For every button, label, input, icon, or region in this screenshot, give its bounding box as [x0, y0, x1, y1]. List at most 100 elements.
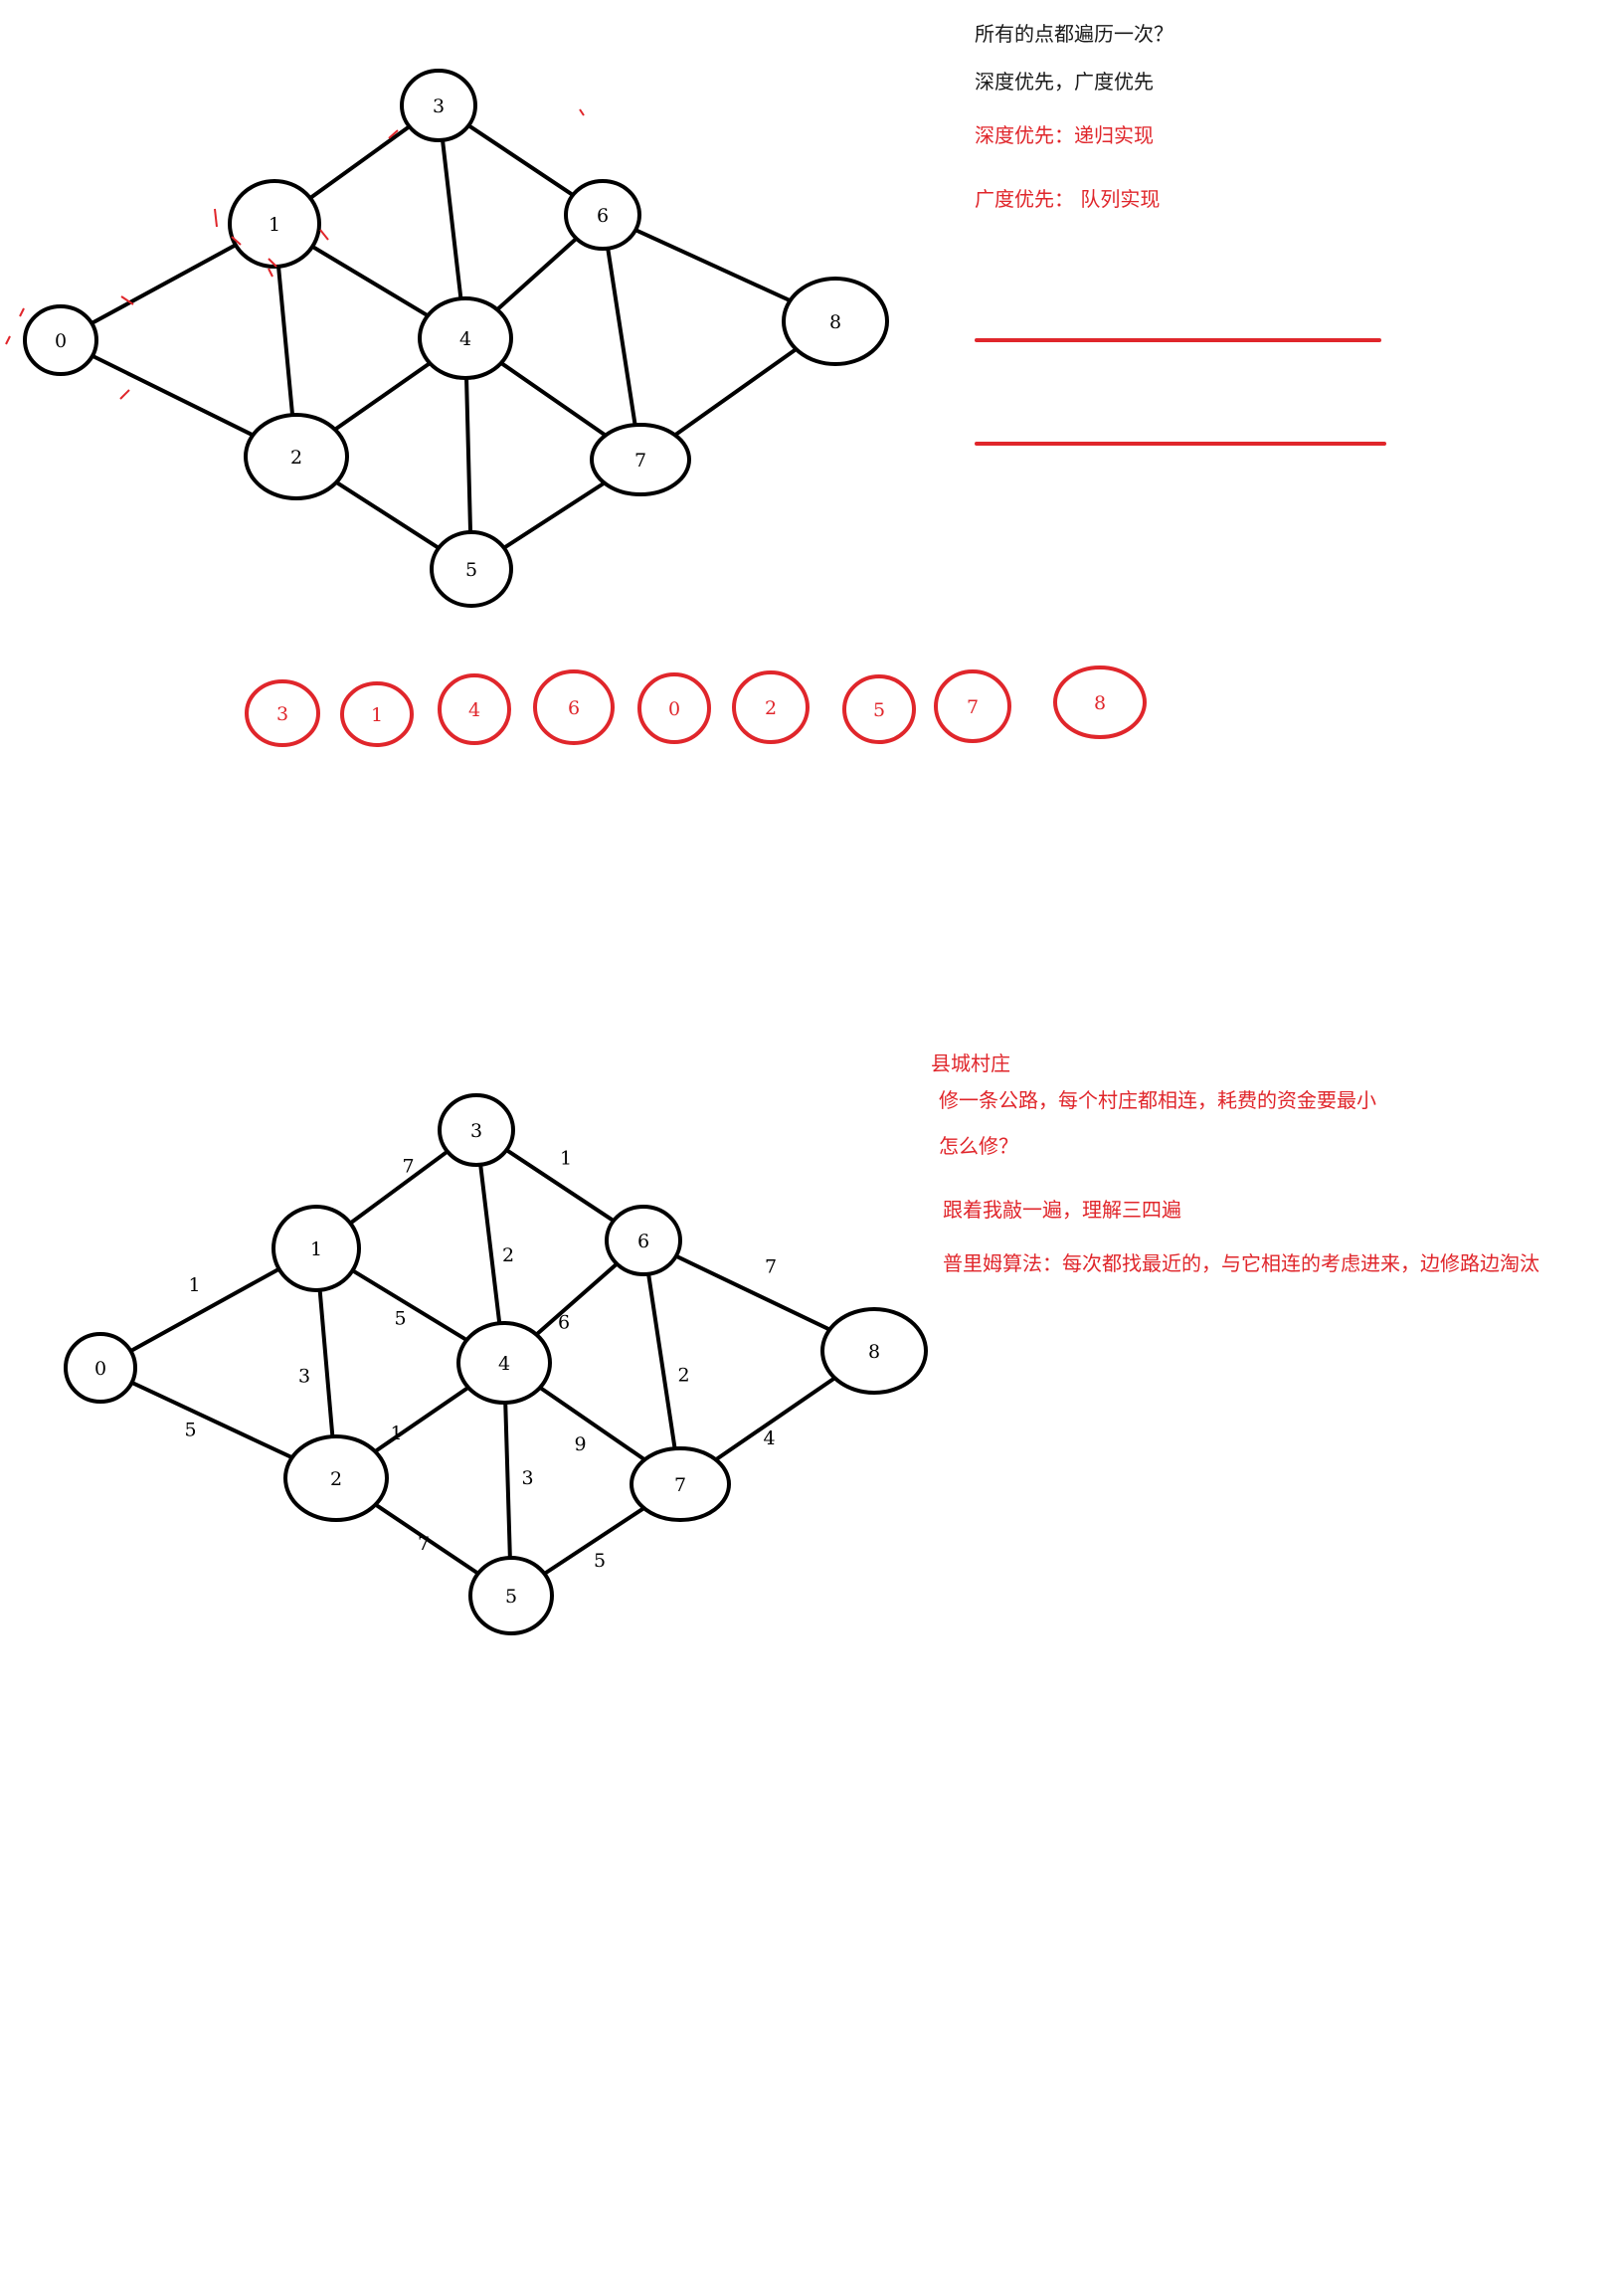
bottom-node-label: 6: [637, 1231, 649, 1252]
top-edge-3-4: [441, 137, 463, 301]
top-edge-1-4: [310, 244, 431, 318]
order-label: 2: [765, 697, 777, 719]
top-edge-6-7: [606, 246, 637, 428]
top-node-2: [244, 413, 349, 500]
bottom-node-label: 3: [470, 1120, 482, 1142]
note-bfs: 广度优先： 队列实现: [975, 187, 1161, 211]
order-label: 4: [468, 699, 480, 721]
top-edge-3-6: [466, 123, 576, 198]
bottom-node-3: [438, 1093, 515, 1167]
red-tick-mark: [388, 129, 399, 139]
bottom-edge-weight-label: 7: [402, 1156, 414, 1178]
top-node-label: 6: [597, 205, 609, 227]
top-node-7: [590, 423, 691, 496]
bottom-edges: [128, 1148, 837, 1576]
bottom-edge-4-6: [534, 1261, 620, 1337]
bottom-edge-weight-label: 7: [418, 1533, 430, 1555]
bottom-edge-5-7: [542, 1506, 646, 1576]
top-node-label: 8: [829, 311, 841, 333]
order-circle-1: [245, 679, 320, 747]
bottom-edge-6-8: [673, 1253, 832, 1332]
order-label: 8: [1094, 692, 1106, 714]
bottom-edge-weight-label: 2: [677, 1365, 689, 1387]
bottom-node-label: 8: [868, 1341, 880, 1363]
order-circle-4: [533, 669, 615, 745]
bottom-edge-0-1: [128, 1266, 281, 1354]
order-label: 5: [873, 699, 885, 721]
top-nodes: 0 1 2 3 4 5 6 7 8: [23, 69, 889, 608]
note-follow: 跟着我敲一遍，理解三四遍: [943, 1198, 1181, 1222]
bottom-node-6: [605, 1205, 682, 1276]
note-how: 怎么修？: [939, 1134, 1018, 1158]
bottom-node-4: [456, 1321, 552, 1405]
order-circle-9: [1053, 666, 1147, 739]
bottom-node-label: 4: [498, 1353, 510, 1375]
bottom-edge-6-7: [646, 1271, 677, 1451]
top-edge-2-5: [334, 479, 442, 550]
bottom-node-1: [271, 1205, 361, 1292]
bottom-edge-2-5: [373, 1502, 480, 1576]
top-edge-5-7: [501, 480, 607, 550]
red-tick-mark: [579, 108, 585, 116]
top-edge-1-3: [307, 124, 412, 201]
top-node-4: [418, 296, 513, 380]
order-label: 3: [276, 703, 288, 725]
top-node-label: 0: [55, 330, 67, 352]
bottom-node-8: [820, 1307, 928, 1395]
top-edge-0-1: [90, 243, 238, 326]
note-title-villages: 县城村庄: [931, 1051, 1010, 1075]
bottom-edge-weight-label: 2: [502, 1244, 514, 1266]
note-prim: 普里姆算法：每次都找最近的，与它相连的考虑进来，边修路边淘汰: [943, 1251, 1539, 1275]
bottom-edge-weight-label: 5: [394, 1308, 406, 1330]
bottom-edge-weight-label: 5: [594, 1550, 606, 1572]
order-label: 6: [568, 697, 580, 719]
bottom-node-label: 2: [330, 1468, 342, 1490]
top-node-label: 2: [290, 447, 302, 469]
bottom-edge-4-7: [538, 1385, 647, 1462]
bottom-edge-weight-label: 4: [763, 1427, 775, 1449]
top-edge-4-6: [494, 236, 579, 312]
top-node-5: [430, 530, 513, 608]
top-edge-1-2: [276, 264, 295, 418]
top-node-0: [23, 304, 98, 376]
top-edge-4-7: [498, 360, 608, 438]
top-node-8: [782, 277, 889, 366]
red-tick-mark: [231, 236, 242, 246]
top-node-label: 7: [634, 450, 646, 472]
bottom-edge-3-4: [478, 1162, 502, 1326]
top-node-label: 4: [459, 328, 471, 350]
bottom-edge-weight-label: 9: [574, 1433, 586, 1455]
bottom-edge-weight-label: 3: [521, 1467, 533, 1489]
bottom-node-label: 7: [674, 1474, 686, 1496]
note-dfs: 深度优先：递归实现: [975, 123, 1154, 147]
top-edge-0-2: [90, 353, 256, 438]
red-tick-mark: [5, 335, 11, 345]
top-node-label: 1: [269, 214, 280, 236]
order-circle-7: [842, 674, 916, 744]
top-edge-2-4: [332, 361, 433, 432]
bottom-edge-1-3: [348, 1149, 450, 1226]
bottom-edge-0-2: [129, 1380, 294, 1460]
top-node-label: 3: [433, 95, 445, 117]
top-edge-7-8: [672, 346, 799, 438]
note-question: 所有的点都遍历一次？: [975, 22, 1173, 46]
bottom-node-label: 0: [94, 1358, 106, 1380]
order-circle-8: [934, 669, 1011, 743]
order-label: 1: [371, 704, 383, 726]
bottom-edge-2-4: [373, 1385, 470, 1454]
top-node-1: [228, 179, 321, 269]
top-node-6: [564, 179, 641, 251]
top-node-label: 5: [465, 559, 477, 581]
top-edge-4-5: [464, 375, 473, 535]
red-tick-mark: [214, 208, 218, 228]
order-circle-6: [732, 670, 810, 744]
order-label: 7: [967, 696, 979, 718]
bottom-edge-3-6: [504, 1148, 616, 1224]
bottom-edge-weight-label: 6: [558, 1312, 570, 1334]
red-tick-mark: [19, 307, 25, 317]
bottom-node-label: 1: [310, 1238, 322, 1260]
bottom-edge-weight-label: 5: [184, 1420, 196, 1441]
order-label: 0: [668, 698, 680, 720]
